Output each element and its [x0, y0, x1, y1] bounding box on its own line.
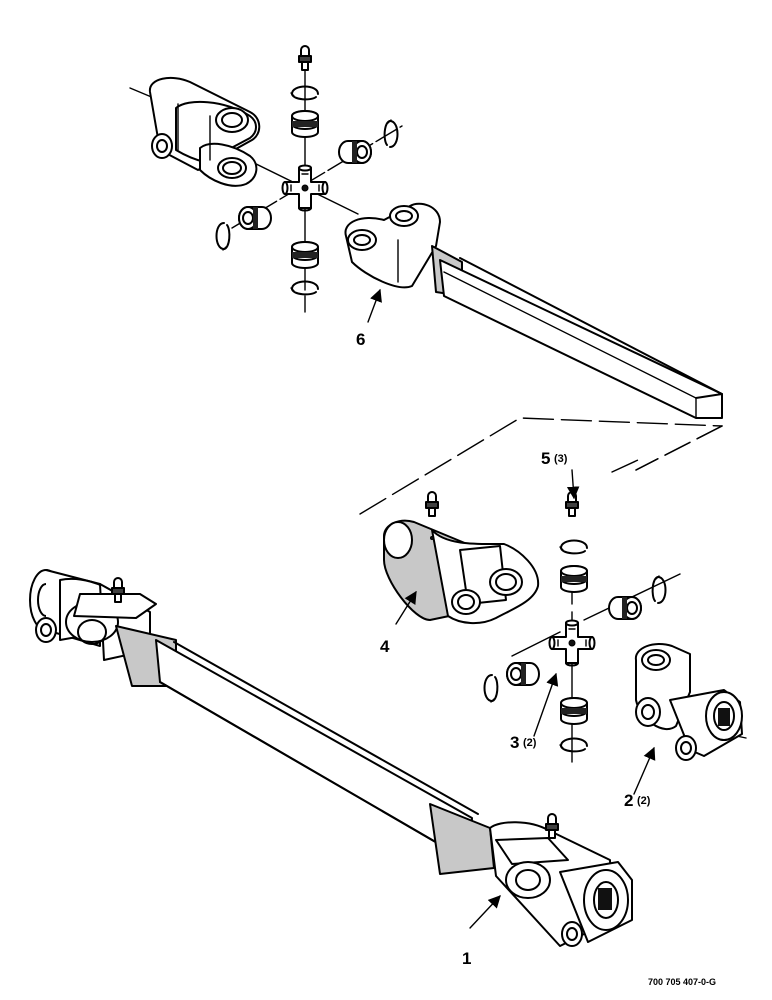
- callout-1: 1: [462, 949, 471, 968]
- lower-joint-assembly: [29, 491, 747, 947]
- callout-5: 5 (3): [541, 449, 568, 468]
- upper-joint-assembly: [129, 45, 723, 419]
- callout-2-quantity: (2): [637, 795, 651, 807]
- callout-3: 3 (2): [510, 733, 537, 752]
- callout-3-quantity: (2): [523, 737, 537, 749]
- callout-5-number: 5: [541, 449, 550, 468]
- callout-5-quantity: (3): [554, 453, 568, 465]
- callout-6-number: 6: [356, 330, 365, 349]
- callout-6: 6: [356, 330, 365, 349]
- callout-3-number: 3: [510, 733, 519, 752]
- part-2-splined-yoke: [634, 642, 743, 761]
- leader-lines: [367, 288, 656, 929]
- part-1-driveline-assembly: [29, 569, 633, 947]
- callout-4: 4: [380, 637, 390, 656]
- part-6-yoke-and-shaft: [344, 202, 723, 419]
- callout-4-number: 4: [380, 637, 390, 656]
- part-4-tube-yoke: [383, 519, 540, 624]
- callout-1-number: 1: [462, 949, 471, 968]
- callout-2: 2 (2): [624, 791, 651, 810]
- upper-yoke: [148, 76, 261, 187]
- document-id: 700 705 407-0-G: [648, 977, 716, 987]
- callout-2-number: 2: [624, 791, 633, 810]
